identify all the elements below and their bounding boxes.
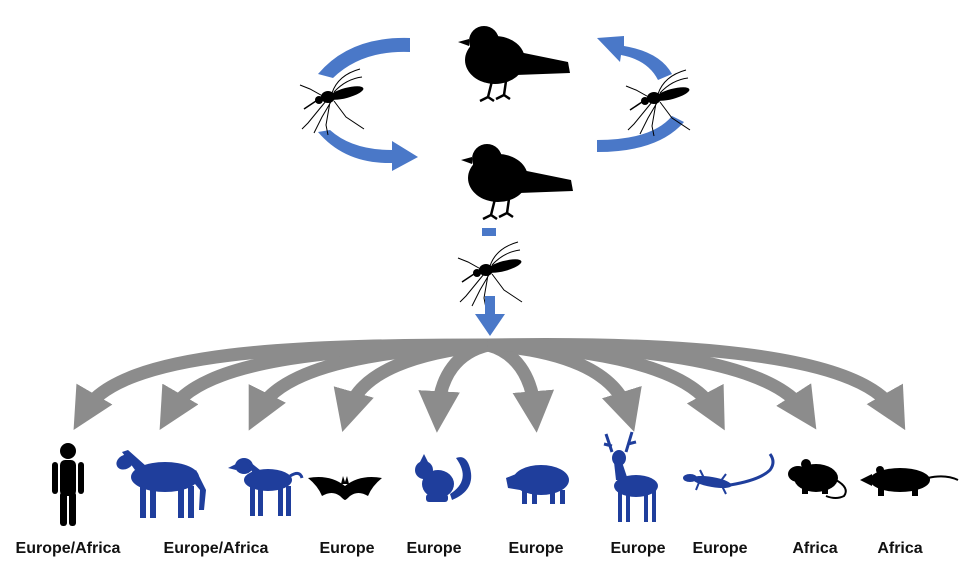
human-icon [52,443,84,526]
region-label-human: Europe/Africa [16,540,121,558]
region-label-deer: Europe [610,540,665,558]
dash-marker [482,228,496,236]
deer-icon [604,432,658,522]
boar-icon [506,465,569,504]
down-arrow [475,296,505,336]
shrew-icon [860,466,958,496]
squirrel-icon [415,454,471,502]
bird-icon [461,144,573,219]
region-label-boar: Europe [508,540,563,558]
spillover-arrows [84,344,895,412]
mosquito-icon [300,69,365,135]
region-label-bat: Europe [319,540,374,558]
region-label-shrew: Africa [877,540,922,558]
cycle-arrow-top-left [318,38,410,78]
dog-icon [228,458,302,516]
bridge-transmission [458,228,523,336]
region-label-lizard: Europe [692,540,747,558]
region-label-rat: Africa [792,540,837,558]
bat-icon [308,476,382,500]
cycle-arrow-top-right [597,36,672,80]
cycle-arrow-bottom-left [318,130,418,171]
region-label-squirrel: Europe [406,540,461,558]
horse-icon [114,450,206,518]
enzootic-cycle [300,26,691,219]
rat-icon [788,459,846,498]
bird-icon [458,26,570,101]
mosquito-icon [626,70,691,136]
lizard-icon [683,454,773,494]
region-label-horse: Europe/Africa [164,540,269,558]
